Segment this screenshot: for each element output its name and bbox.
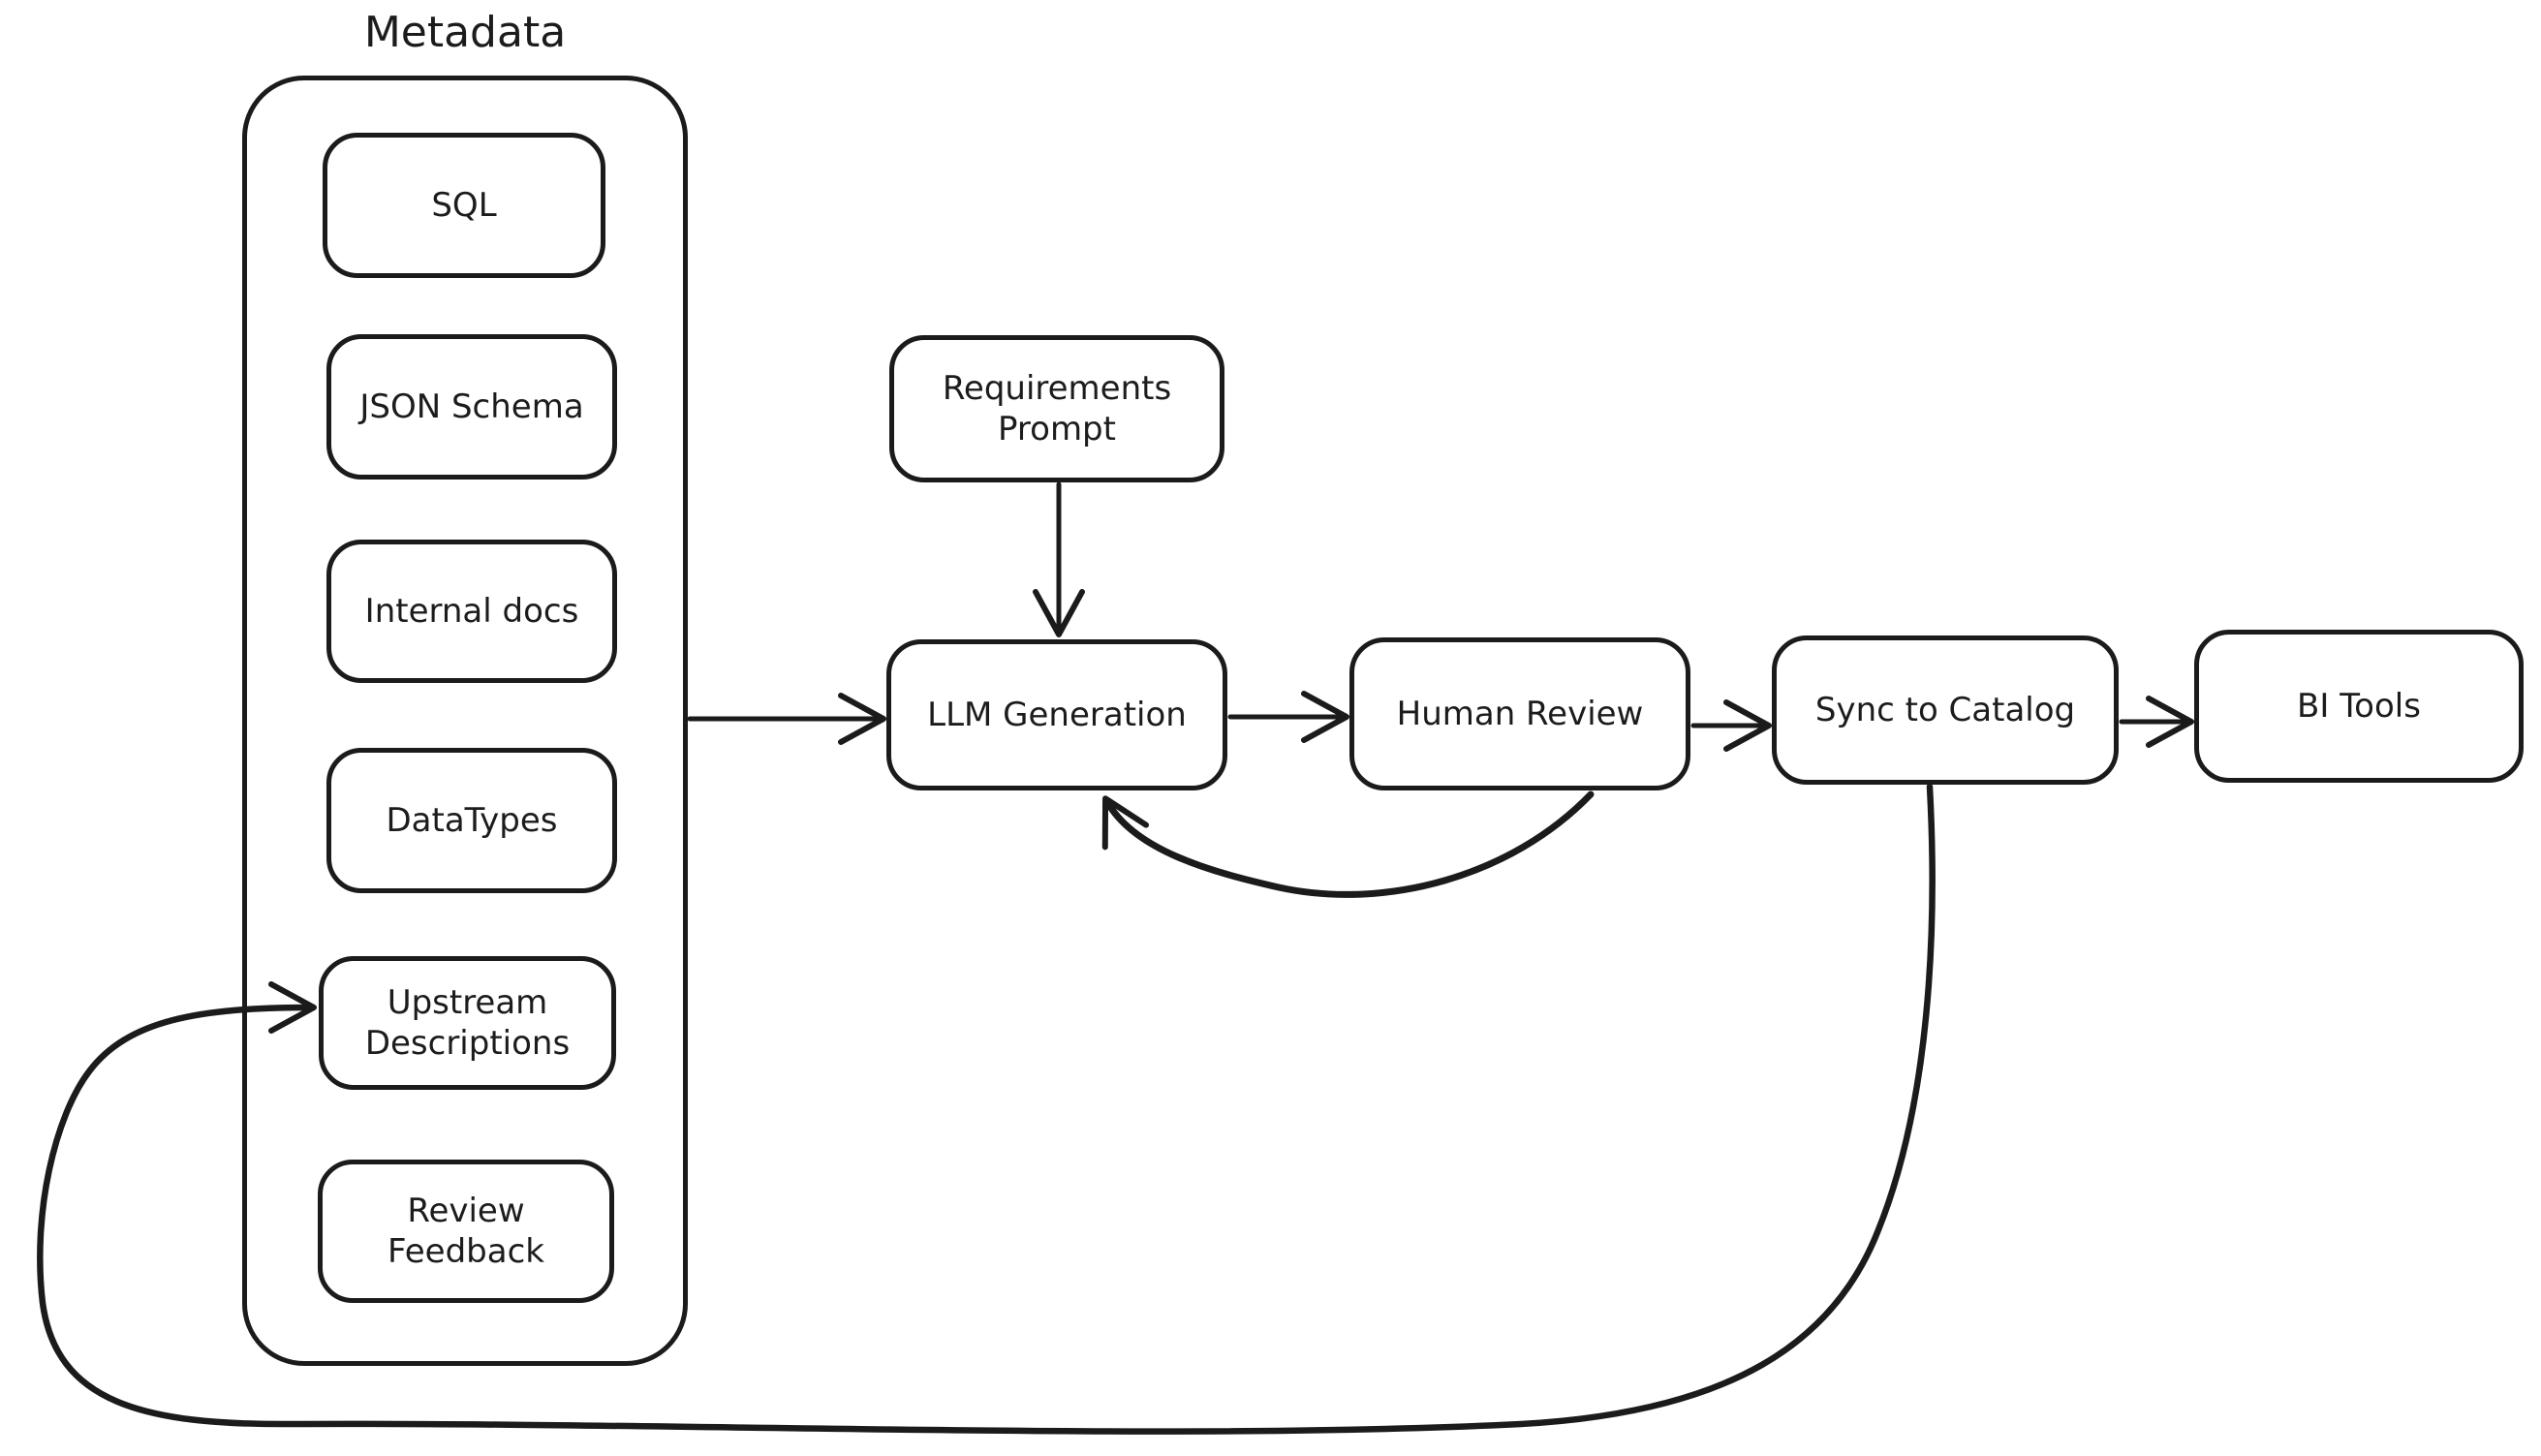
node-sql: SQL [323,133,605,278]
node-bi-tools: BI Tools [2194,630,2524,783]
node-human-review: Human Review [1349,637,1690,790]
node-llm-generation-label: LLM Generation [927,695,1187,734]
node-json-schema: JSON Schema [326,334,617,480]
node-internal-docs-label: Internal docs [364,591,579,631]
node-requirements-prompt: Requirements Prompt [889,335,1224,482]
node-datatypes: DataTypes [326,748,617,893]
node-review-feedback-label: Review Feedback [387,1191,544,1272]
node-human-review-label: Human Review [1396,694,1644,733]
node-internal-docs: Internal docs [326,540,617,683]
node-sync-to-catalog: Sync to Catalog [1772,635,2119,785]
node-review-feedback: Review Feedback [318,1160,614,1303]
metadata-group-title: Metadata [363,8,567,57]
node-json-schema-label: JSON Schema [359,387,584,426]
node-llm-generation: LLM Generation [886,639,1227,790]
node-upstream-descriptions-label: Upstream Descriptions [364,982,571,1064]
node-sync-to-catalog-label: Sync to Catalog [1814,690,2076,729]
edge-human-review-to-llm-generation-feedback [1101,790,1595,898]
node-requirements-prompt-label: Requirements Prompt [942,368,1172,449]
node-datatypes-label: DataTypes [386,800,558,840]
node-upstream-descriptions: Upstream Descriptions [319,956,616,1090]
node-sql-label: SQL [431,185,497,225]
node-bi-tools-label: BI Tools [2297,686,2421,726]
